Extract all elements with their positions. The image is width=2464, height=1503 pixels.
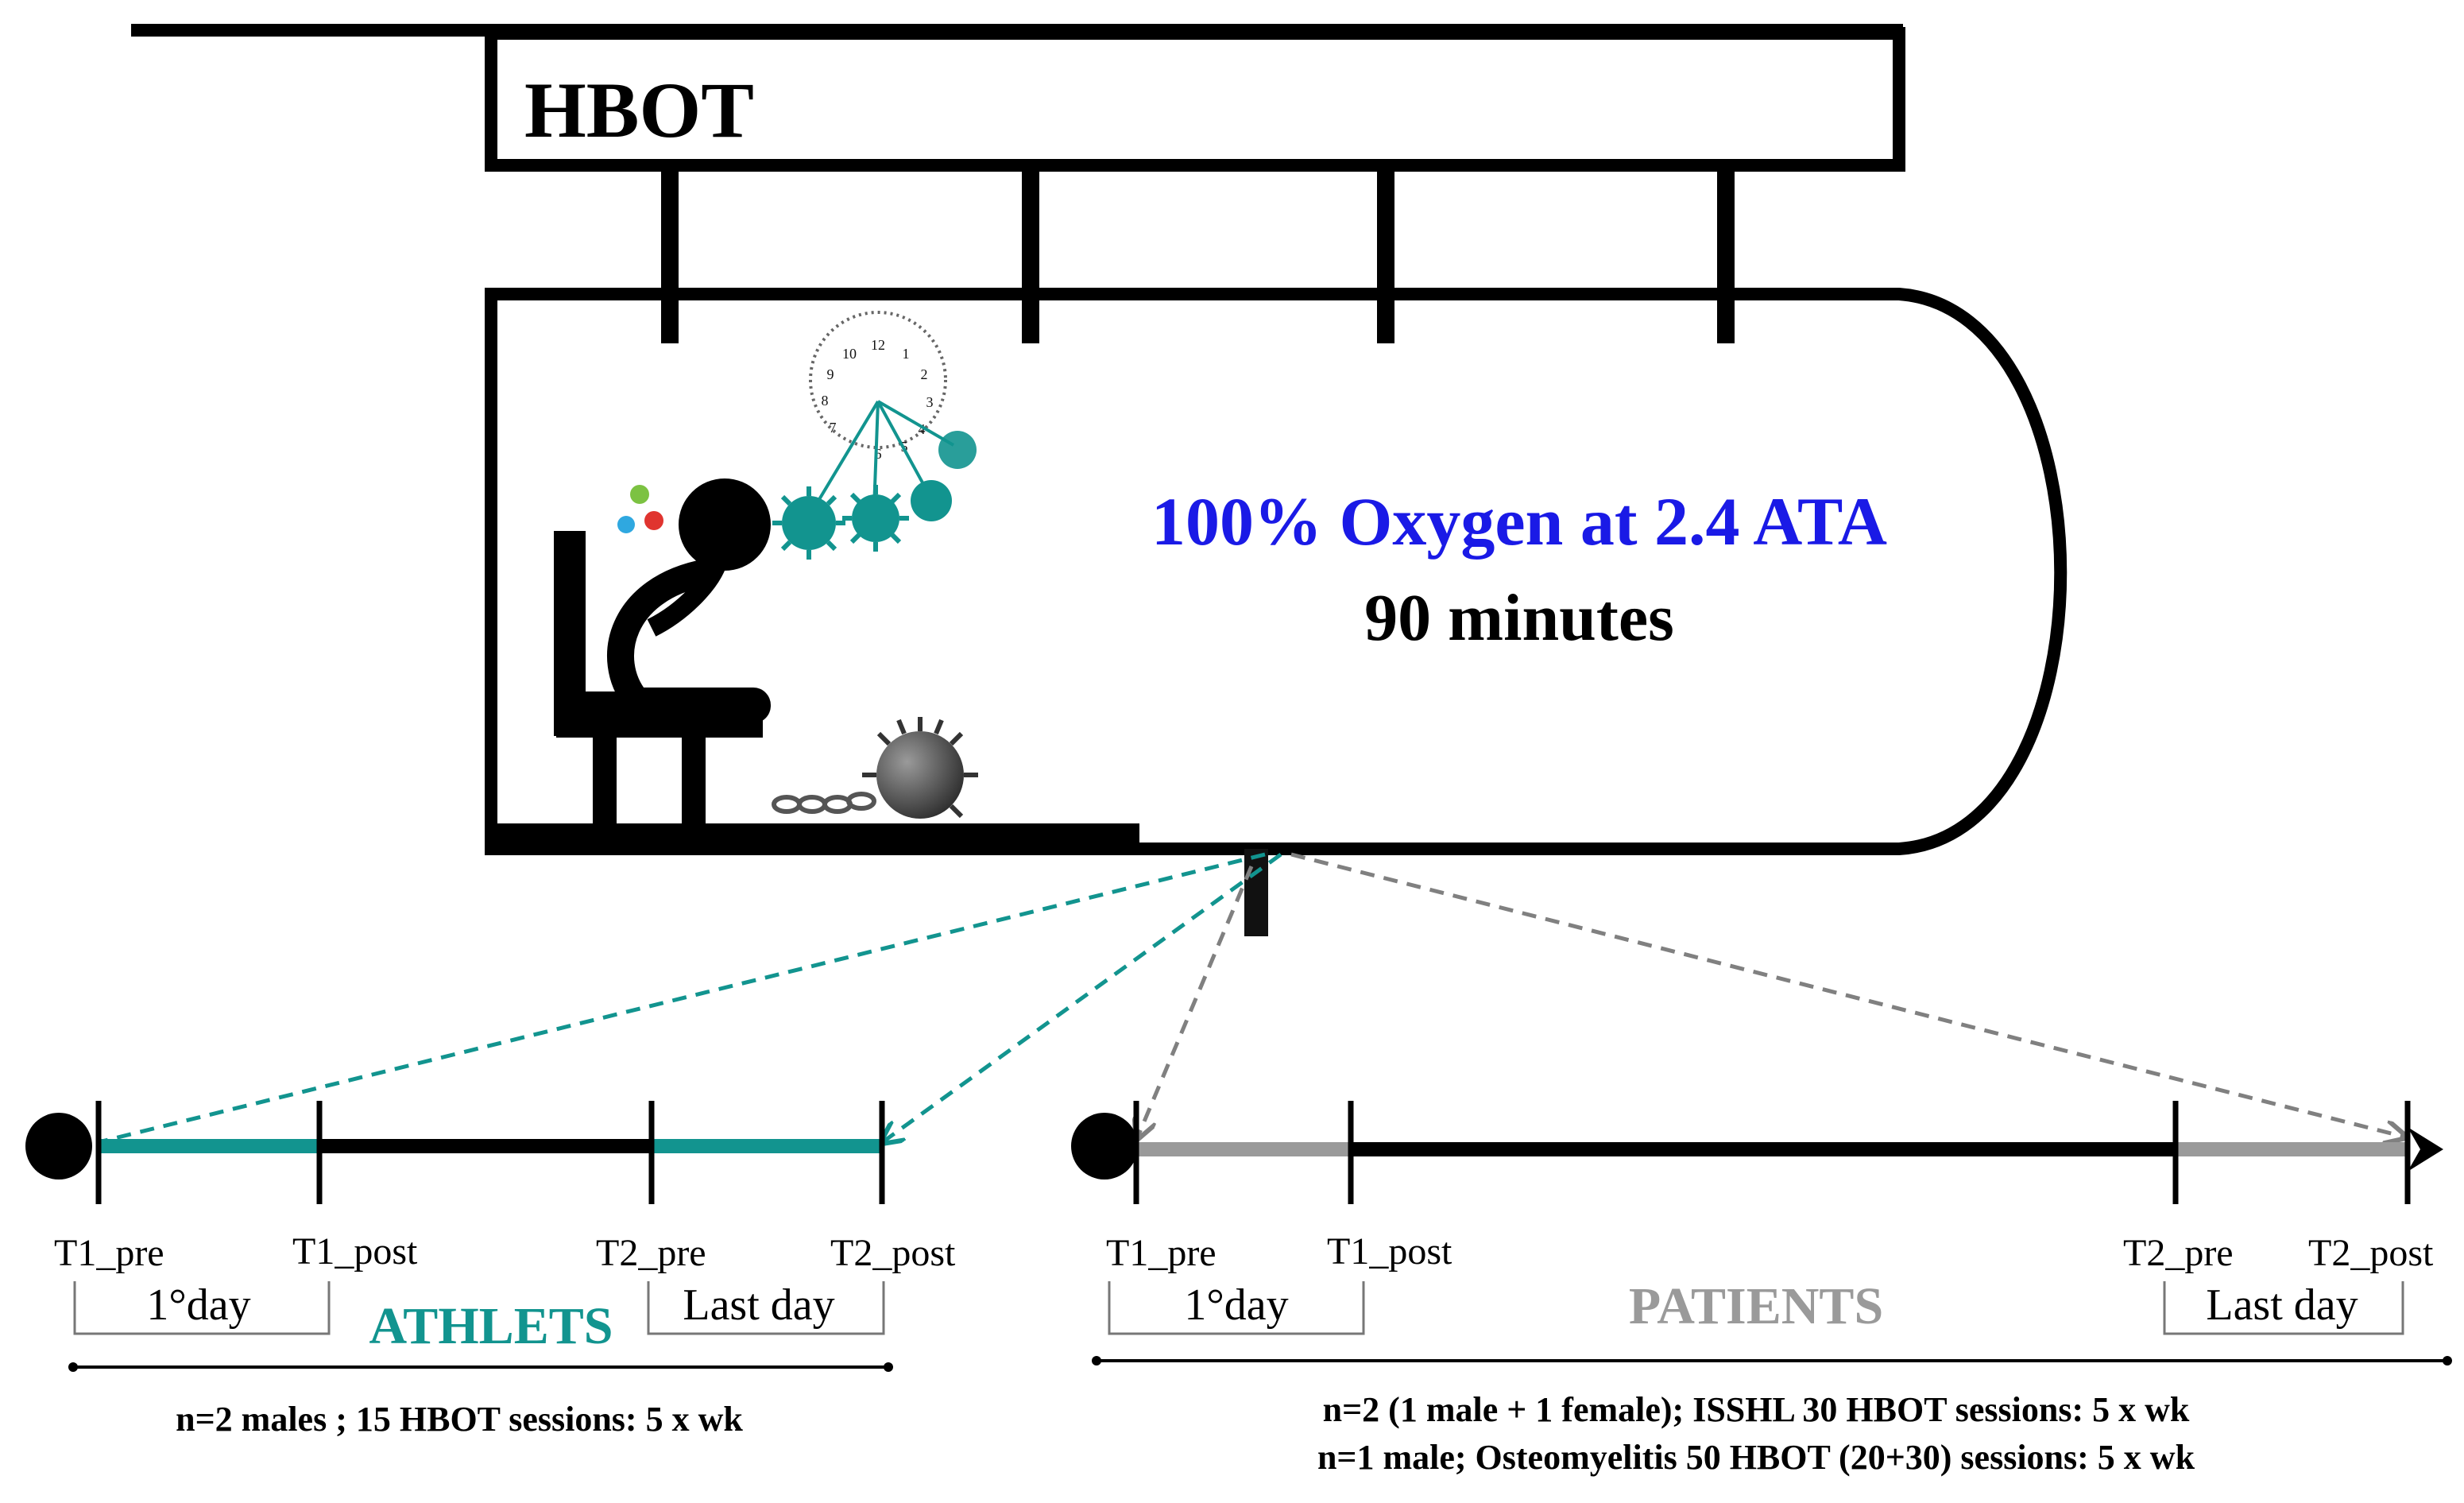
virus-icon <box>842 485 909 552</box>
timepoint-label: T2_post <box>830 1232 956 1274</box>
last-day-bracket <box>647 1281 885 1335</box>
duration-text: 90 minutes <box>1364 581 1674 655</box>
oxygen-text: 100% Oxygen at 2.4 ATA <box>1151 483 1887 560</box>
timeline-arrowhead <box>2408 1127 2443 1172</box>
connector-arrows <box>101 852 2404 1144</box>
last-day-label: Last day <box>2206 1280 2358 1330</box>
clock-number: 4 <box>919 421 926 437</box>
title-box <box>485 27 1905 172</box>
athletes-group-label: ATHLETS <box>369 1297 613 1355</box>
patients-timeline: T1_pre T1_post T2_pre T2_post 1°day Last… <box>1071 1101 2452 1477</box>
patient-figure <box>554 478 771 824</box>
timepoint-label: T2_pre <box>2123 1232 2234 1274</box>
first-day-bracket <box>1108 1281 1365 1335</box>
patients-summary-line2: n=1 male; Osteomyelitis 50 HBOT (20+30) … <box>1317 1438 2195 1477</box>
virus-pendulum <box>807 400 955 518</box>
athletes-summary: n=2 males ; 15 HBOT sessions: 5 x wk <box>176 1400 743 1439</box>
virus-icon <box>772 486 845 560</box>
teal-arrow-athletes-start <box>101 852 1266 1144</box>
chamber-supports <box>661 165 1735 343</box>
virus-ball-icon <box>862 717 978 819</box>
timeline-start-dot <box>1071 1113 1138 1180</box>
timepoint-label: T1_pre <box>54 1232 164 1274</box>
athletes-timeline: T1_pre T1_post T2_pre T2_post 1°day Last… <box>25 1101 956 1439</box>
clock-number: 8 <box>822 393 829 409</box>
ball-and-chain <box>772 717 978 819</box>
timepoint-label: T1_post <box>1327 1230 1452 1273</box>
teal-arrow-athletes-end <box>884 852 1282 1141</box>
timepoint-label: T1_pre <box>1106 1232 1217 1274</box>
clock-number: 1 <box>903 346 910 362</box>
timeline-start-dot <box>25 1113 92 1180</box>
clock-number: 3 <box>926 394 934 410</box>
first-day-bracket <box>73 1281 331 1335</box>
gray-arrow-patients-end <box>1290 852 2404 1137</box>
clock-number: 10 <box>842 346 857 362</box>
clock-number: 12 <box>871 337 885 353</box>
clock-number: 6 <box>875 446 882 462</box>
first-day-label: 1°day <box>146 1280 250 1330</box>
hbot-chamber: HBOT <box>131 24 2068 936</box>
virus-icon <box>911 480 952 521</box>
timepoint-label: T2_pre <box>596 1232 706 1274</box>
outlet-pipe <box>1244 849 1268 936</box>
chamber-capsule <box>485 288 2068 855</box>
last-day-bracket <box>2163 1281 2404 1335</box>
gray-arrow-patients-start <box>1138 866 1254 1137</box>
patients-summary-line1: n=2 (1 male + 1 female); ISSHL 30 HBOT s… <box>1323 1390 2190 1429</box>
clock-number: 9 <box>827 366 834 382</box>
small-virus-icons <box>617 485 663 533</box>
chamber-floor <box>486 823 1139 849</box>
timepoint-label: T2_post <box>2308 1232 2434 1274</box>
patients-group-label: PATIENTS <box>1629 1277 1883 1335</box>
clock-number: 7 <box>830 420 837 436</box>
first-day-label: 1°day <box>1184 1280 1288 1330</box>
virus-icon <box>938 431 977 469</box>
last-day-label: Last day <box>683 1280 834 1330</box>
chamber-title: HBOT <box>524 66 754 154</box>
timepoint-label: T1_post <box>292 1230 418 1273</box>
clock-number: 2 <box>921 366 928 382</box>
